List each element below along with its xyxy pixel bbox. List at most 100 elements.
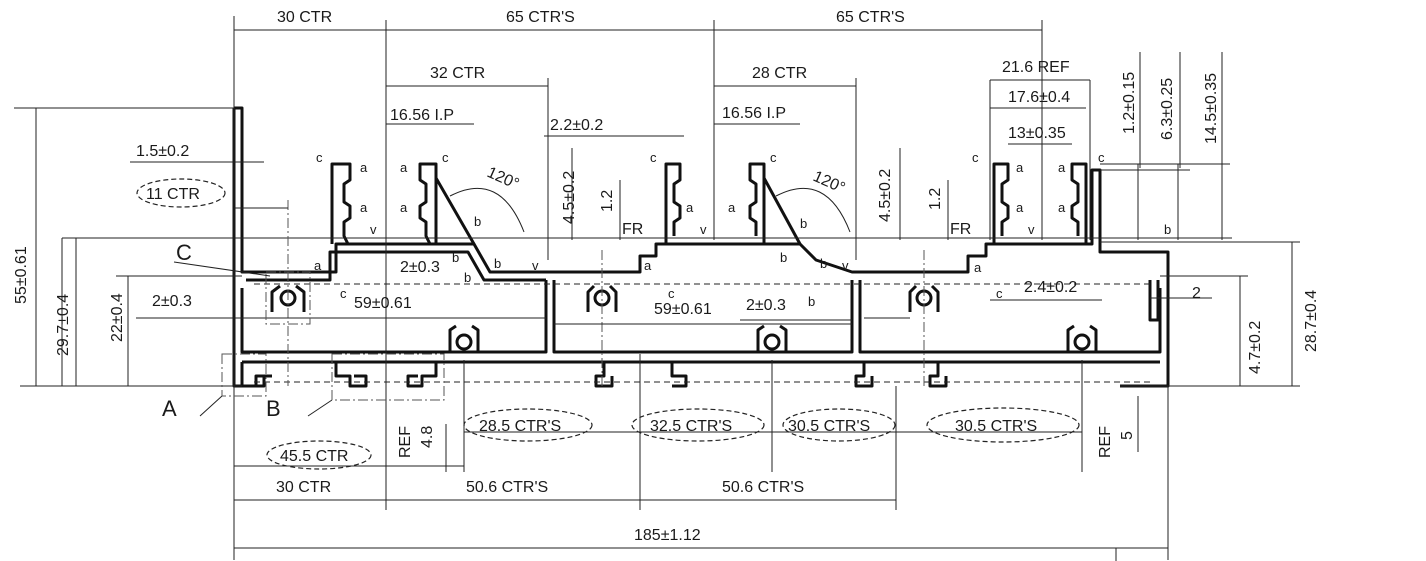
dim-2-left: 2±0.3 — [152, 293, 192, 310]
angle-120-b: 120° — [810, 168, 847, 197]
angle-arc-120-right — [775, 187, 851, 233]
dim-2-4: 2.4±0.2 — [1024, 279, 1077, 296]
point-label: a — [400, 200, 408, 215]
dimension-lines — [35, 29, 1293, 561]
ref-5-value: 5 — [1119, 431, 1136, 440]
point-label: c — [442, 150, 449, 165]
dim-185: 185±1.12 — [634, 527, 701, 544]
dim-32-5ctrs: 32.5 CTR'S — [650, 418, 732, 435]
dim-4-5-a: 4.5±0.2 — [561, 171, 578, 224]
point-label: b — [800, 216, 807, 231]
dim-16-56-a: 16.56 I.P — [390, 107, 454, 124]
dim-1-2-tol: 1.2±0.15 — [1121, 72, 1138, 134]
dim-59-b: 59±0.61 — [654, 301, 712, 318]
dim-28-5ctrs: 28.5 CTR'S — [479, 418, 561, 435]
point-label: a — [360, 160, 368, 175]
point-label: c — [770, 150, 777, 165]
dim-29-7: 29.7±0.4 — [55, 294, 72, 356]
point-label: v — [1028, 222, 1035, 237]
point-label: c — [1098, 150, 1105, 165]
oval-30-5ctrs-b — [926, 407, 1080, 443]
dim-13: 13±0.35 — [1008, 125, 1066, 142]
point-label: b — [452, 250, 459, 265]
oval-32-5ctrs — [631, 408, 765, 442]
point-label: v — [532, 258, 539, 273]
dim-14-5: 14.5±0.35 — [1203, 73, 1220, 144]
dim-2-2: 2.2±0.2 — [550, 117, 603, 134]
point-label: c — [316, 150, 323, 165]
dim-22: 22±0.4 — [109, 293, 126, 342]
dim-59-a: 59±0.61 — [354, 295, 412, 312]
point-label: v — [700, 222, 707, 237]
dim-30ctr-top: 30 CTR — [277, 9, 332, 26]
point-label: a — [1016, 160, 1024, 175]
dim-6-3: 6.3±0.25 — [1159, 78, 1176, 140]
oval-45-5ctr — [266, 440, 372, 470]
dim-4-5-b: 4.5±0.2 — [877, 169, 894, 222]
point-label: b — [780, 250, 787, 265]
point-label: b — [464, 270, 471, 285]
point-label: a — [1058, 200, 1066, 215]
dim-32ctr: 32 CTR — [430, 65, 485, 82]
point-label: c — [972, 150, 979, 165]
dim-50-6-b: 50.6 CTR'S — [722, 479, 804, 496]
point-label: v — [842, 258, 849, 273]
callout-c: C — [176, 240, 192, 265]
detail-box-a — [221, 353, 267, 397]
point-label: a — [1058, 160, 1066, 175]
point-label: a — [400, 160, 408, 175]
point-label: c — [340, 286, 347, 301]
dim-2-slot: 2 — [1192, 285, 1201, 302]
dim-1-2-b: 1.2 — [927, 188, 944, 210]
dim-30-5ctrs-a: 30.5 CTR'S — [788, 418, 870, 435]
dim-2-right: 2±0.3 — [746, 297, 786, 314]
profile-outline — [232, 106, 1170, 388]
point-label: c — [668, 286, 675, 301]
point-label: a — [360, 200, 368, 215]
dim-11ctr: 11 CTR — [146, 186, 200, 203]
point-label: b — [1164, 222, 1171, 237]
callout-a: A — [162, 396, 177, 421]
oval-11ctr — [136, 178, 226, 208]
point-label: a — [1016, 200, 1024, 215]
detail-box-c — [265, 271, 311, 325]
dim-21-6ref: 21.6 REF — [1002, 59, 1070, 76]
dim-45-5ctr: 45.5 CTR — [280, 448, 348, 465]
dim-65ctrs-b: 65 CTR'S — [836, 9, 905, 26]
dim-28ctr: 28 CTR — [752, 65, 807, 82]
dim-17-6: 17.6±0.4 — [1008, 89, 1070, 106]
dim-2-mid: 2±0.3 — [400, 259, 440, 276]
dim-30ctr-bottom: 30 CTR — [276, 479, 331, 496]
dimension-texts: 30 CTR 65 CTR'S 65 CTR'S 32 CTR 28 CTR 2… — [13, 9, 1320, 544]
point-label: b — [494, 256, 501, 271]
point-labels: c a a a a c v b b b b v a c c a a c v a … — [314, 150, 1171, 309]
point-label: a — [974, 260, 982, 275]
dim-4-7: 4.7±0.2 — [1247, 321, 1264, 374]
point-label: b — [474, 214, 481, 229]
dim-50-6-a: 50.6 CTR'S — [466, 479, 548, 496]
dim-16-56-b: 16.56 I.P — [722, 105, 786, 122]
dim-28-7: 28.7±0.4 — [1303, 290, 1320, 352]
angle-arc-120-left — [449, 187, 525, 233]
ref-4-8-label: REF — [397, 426, 414, 458]
point-label: a — [644, 258, 652, 273]
detail-box-b — [331, 353, 445, 401]
ref-4-8-value: 4.8 — [419, 426, 436, 448]
point-label: a — [686, 200, 694, 215]
callout-b: B — [266, 396, 281, 421]
point-label: a — [728, 200, 736, 215]
dim-1-2-a: 1.2 — [599, 190, 616, 212]
point-label: c — [650, 150, 657, 165]
oval-28-5ctrs — [463, 408, 593, 442]
dim-30-5ctrs-b: 30.5 CTR'S — [955, 418, 1037, 435]
oval-30-5ctrs-a — [782, 408, 896, 442]
dim-65ctrs-a: 65 CTR'S — [506, 9, 575, 26]
fr-label-b: FR — [950, 221, 971, 238]
point-label: c — [996, 286, 1003, 301]
point-label: b — [808, 294, 815, 309]
ref-5-label: REF — [1097, 426, 1114, 458]
point-label: a — [314, 258, 322, 273]
construction-lines — [14, 16, 1300, 560]
point-label: v — [370, 222, 377, 237]
